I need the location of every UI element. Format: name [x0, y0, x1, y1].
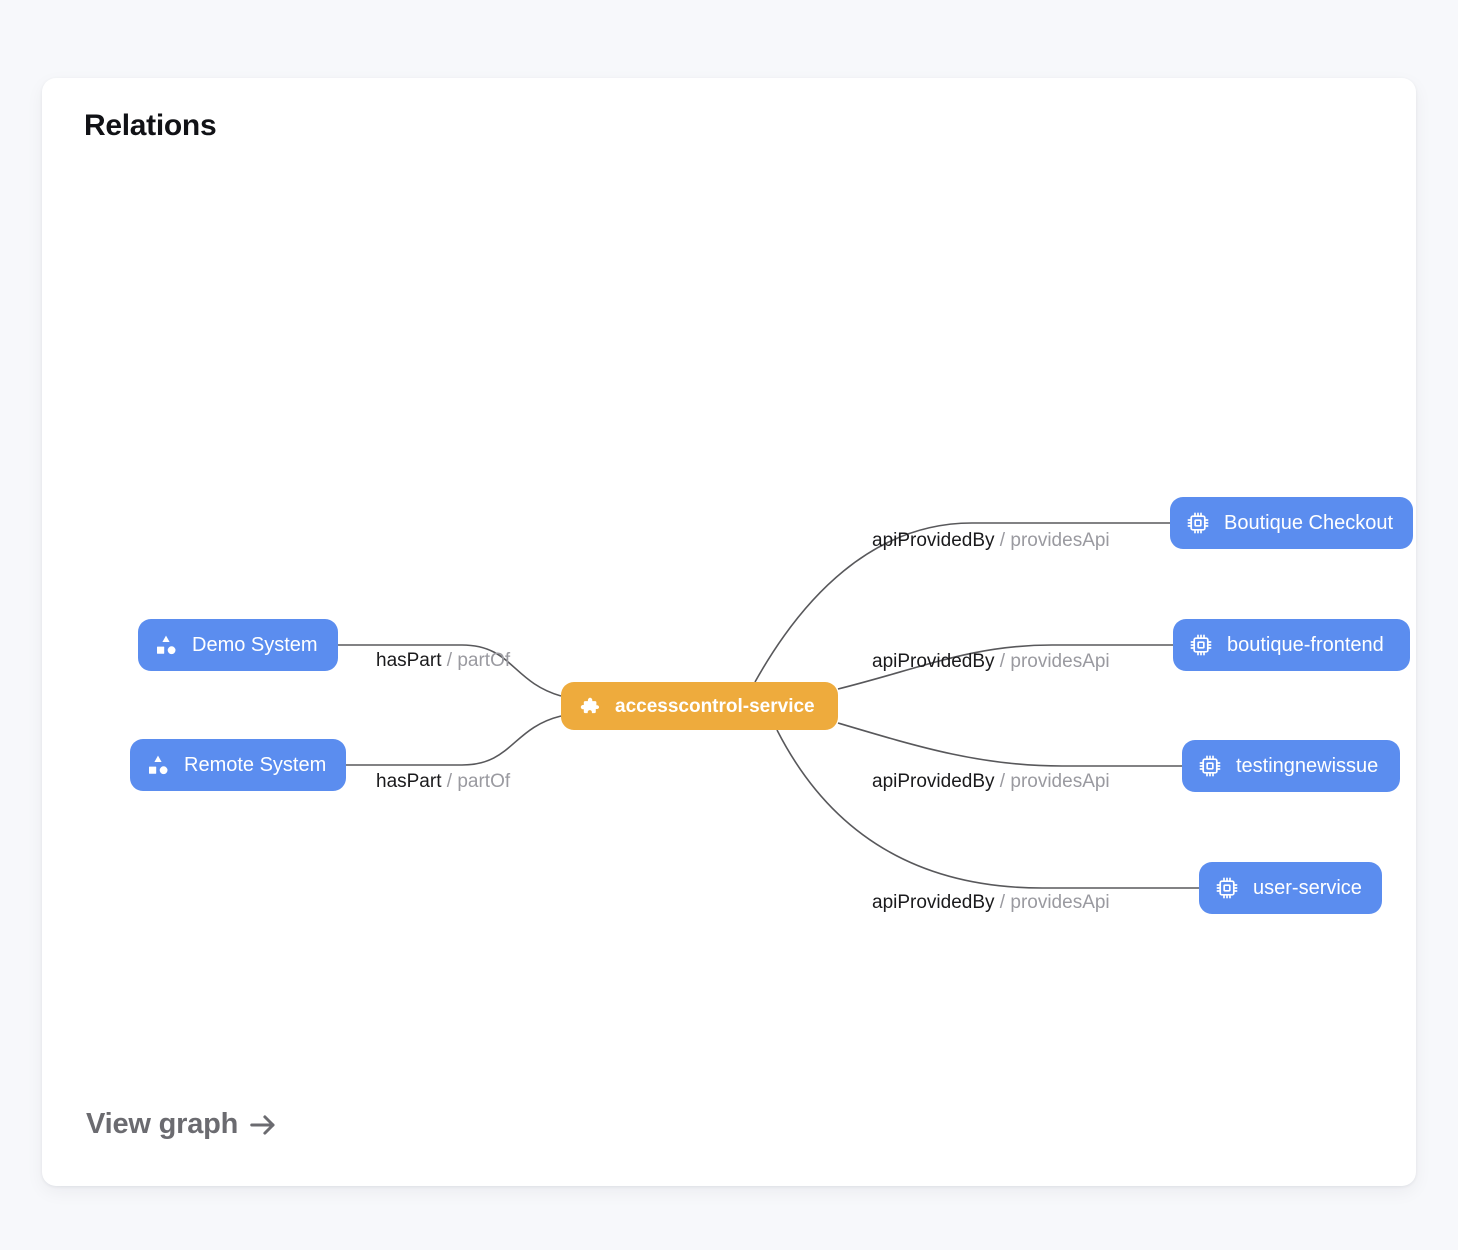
graph-edge — [335, 644, 562, 697]
graph-node-label: Remote System — [184, 754, 327, 776]
graph-edge-label-edge-remote-system: hasPart / partOf — [376, 772, 510, 791]
graph-edge — [342, 715, 562, 766]
cpu-chip-icon — [1215, 876, 1239, 900]
graph-node-label: user-service — [1253, 877, 1362, 899]
graph-node-user-service[interactable]: user-service — [1199, 862, 1382, 914]
graph-edge — [837, 644, 1173, 690]
cpu-chip-icon — [1189, 633, 1213, 657]
relation-separator: / — [994, 892, 1011, 913]
graph-node-label: accesscontrol-service — [615, 695, 815, 717]
graph-edge-label-edge-user-service: apiProvidedBy / providesApi — [872, 893, 1110, 912]
graph-edge — [776, 729, 1199, 889]
relation-secondary: providesApi — [1010, 892, 1110, 913]
relation-primary: hasPart — [376, 771, 442, 792]
graph-edge-label-edge-boutique-checkout: apiProvidedBy / providesApi — [872, 531, 1110, 550]
graph-node-accesscontrol-service[interactable]: accesscontrol-service — [561, 682, 838, 730]
relation-secondary: providesApi — [1010, 651, 1110, 672]
relation-primary: apiProvidedBy — [872, 530, 995, 551]
graph-edge-label-edge-boutique-frontend: apiProvidedBy / providesApi — [872, 652, 1110, 671]
relations-card: Relations accesscontrol-service Demo Syst… — [42, 78, 1416, 1186]
relation-secondary: partOf — [457, 650, 511, 671]
graph-node-boutique-frontend[interactable]: boutique-frontend — [1173, 619, 1410, 671]
graph-node-label: testingnewissue — [1236, 755, 1379, 777]
graph-edge-label-edge-demo-system: hasPart / partOf — [376, 651, 510, 670]
cpu-chip-icon — [1186, 511, 1210, 535]
graph-node-testingnewissue[interactable]: testingnewissue — [1182, 740, 1400, 792]
relation-separator: / — [994, 530, 1011, 551]
view-graph-link[interactable]: View graph — [86, 1108, 278, 1141]
graph-edge — [837, 722, 1182, 767]
relation-separator: / — [441, 650, 458, 671]
relation-separator: / — [994, 771, 1011, 792]
category-shapes-icon — [146, 753, 170, 777]
relation-primary: apiProvidedBy — [872, 771, 995, 792]
relation-separator: / — [994, 651, 1011, 672]
graph-node-label: Demo System — [192, 634, 318, 656]
relation-secondary: providesApi — [1010, 771, 1110, 792]
relation-primary: apiProvidedBy — [872, 892, 995, 913]
relation-separator: / — [441, 771, 458, 792]
page-title: Relations — [84, 109, 217, 142]
graph-node-boutique-checkout[interactable]: Boutique Checkout — [1170, 497, 1414, 549]
relation-secondary: partOf — [457, 771, 511, 792]
graph-node-remote-system[interactable]: Remote System — [130, 739, 347, 791]
graph-node-label: boutique-frontend — [1227, 634, 1384, 656]
graph-edge-label-edge-testingnewissue: apiProvidedBy / providesApi — [872, 772, 1110, 791]
puzzle-piece-icon — [577, 694, 601, 718]
cpu-chip-icon — [1198, 754, 1222, 778]
relation-primary: hasPart — [376, 650, 442, 671]
graph-edges-layer — [335, 522, 1199, 889]
arrow-right-icon — [248, 1110, 278, 1140]
graph-edge — [754, 522, 1170, 683]
graph-node-demo-system[interactable]: Demo System — [138, 619, 338, 671]
view-graph-label: View graph — [86, 1108, 239, 1140]
relation-primary: apiProvidedBy — [872, 651, 995, 672]
graph-node-label: Boutique Checkout — [1224, 512, 1394, 534]
relation-secondary: providesApi — [1010, 530, 1110, 551]
category-shapes-icon — [154, 633, 178, 657]
